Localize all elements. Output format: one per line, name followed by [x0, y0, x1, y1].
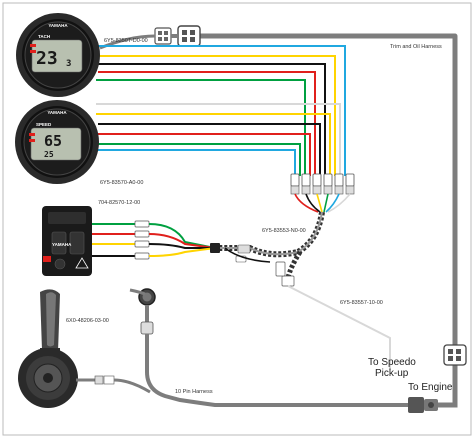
- speedo-display-main: 65: [44, 132, 62, 150]
- ten-pin-plug: [140, 321, 154, 335]
- switch-panel: [42, 206, 92, 276]
- switch-panel-connectors: [134, 220, 150, 260]
- to-engine-label: To Engine: [408, 382, 453, 393]
- switch-panel-part-number: 704-82570-12-00: [98, 200, 140, 206]
- tach-brand: YAMAHA: [48, 23, 68, 28]
- pickup-label: Pick-up: [375, 368, 409, 379]
- speedo-pickup-plug: [443, 344, 467, 366]
- remote-inline-connectors: [94, 375, 115, 385]
- remote-control-body: [18, 348, 78, 408]
- tach-display-main: 23: [36, 48, 58, 69]
- tach-display-sub: 3: [66, 59, 71, 69]
- speedo-display-sub: 25: [44, 150, 54, 159]
- top-harness-connector: [154, 25, 201, 47]
- switch-to-hub-wires: [148, 223, 216, 257]
- speedo-pickup-wire: [287, 285, 391, 340]
- ten-pin-harness-cable: [145, 334, 420, 407]
- remote-control-part-number: 6X0-48206-03-00: [66, 318, 109, 324]
- extension-harness-part-number: 6Y5-83557-10-00: [340, 300, 383, 306]
- hub-wire-bundle: [294, 193, 351, 213]
- pickup-connector-lower: [275, 261, 295, 287]
- ten-pin-harness-label: 10 Pin Harness: [175, 389, 213, 395]
- speedo-name: SPEED: [36, 122, 52, 127]
- trim-oil-harness-label: Trim and Oil Harness: [390, 44, 442, 50]
- trim-and-oil-harness: [200, 33, 458, 408]
- speedo-part-number: 6Y5-83570-A0-00: [100, 180, 143, 186]
- hub-connectors: [290, 173, 355, 195]
- engine-plug: [408, 397, 438, 413]
- tach-part-number: 6Y5-8350T-D0-00: [104, 38, 148, 44]
- tach-gauge: [16, 13, 100, 97]
- speedo-brand: YAMAHA: [47, 110, 67, 115]
- speedo-gauge: [15, 100, 99, 184]
- to-speedo-label: To Speedo: [368, 357, 416, 368]
- hub-inline-connectors: [210, 243, 251, 263]
- hub-harness-part-number: 6Y5-83553-N0-00: [262, 228, 306, 234]
- switch-panel-brand: YAMAHA: [52, 242, 72, 247]
- tach-name: TACH: [38, 34, 50, 39]
- switch-panel-wires: [92, 223, 135, 257]
- gauge-wires: [96, 45, 346, 176]
